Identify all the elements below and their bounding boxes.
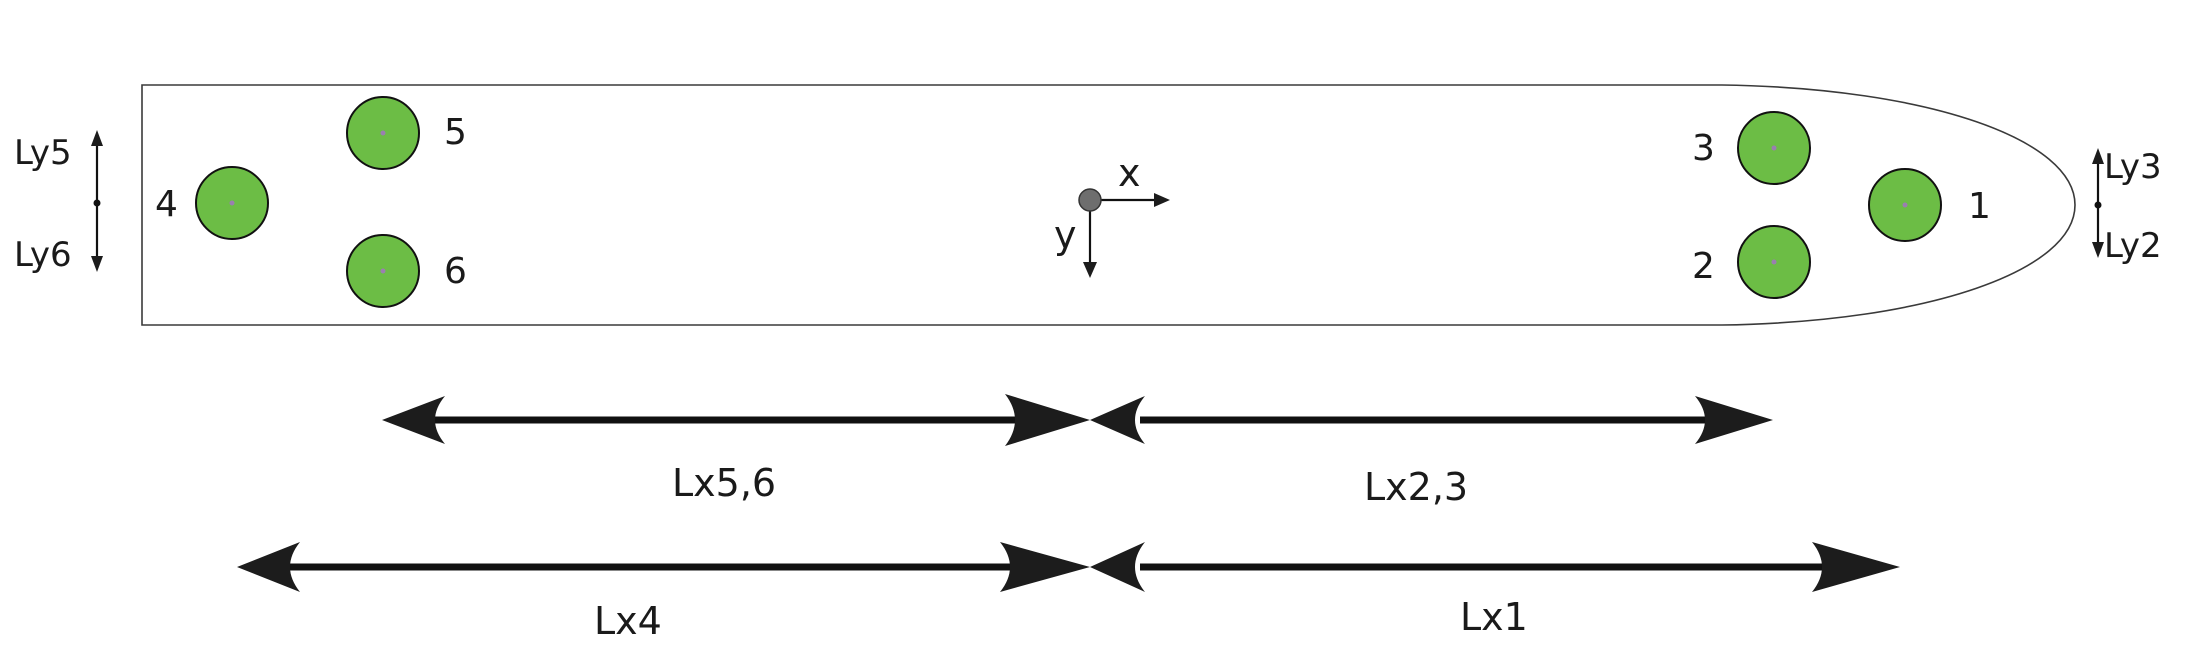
thruster-1-center — [1902, 202, 1908, 208]
ly2-label: Ly2 — [2104, 226, 2162, 266]
lx4-left-arrowhead — [237, 542, 300, 592]
lx56-left-arrowhead — [382, 396, 445, 444]
thruster-6-center — [380, 268, 386, 274]
thruster-1: 1 — [1868, 168, 1991, 242]
thruster-2-center — [1771, 259, 1777, 265]
x-axis-label: x — [1118, 151, 1141, 195]
thruster-6-label: 6 — [444, 251, 467, 292]
thruster-2: 2 — [1692, 225, 1811, 299]
thruster-3-center — [1771, 145, 1777, 151]
ly3-label: Ly3 — [2104, 147, 2162, 187]
lx56-right-arrowhead — [1005, 394, 1090, 446]
ly5-label: Ly5 — [14, 133, 72, 173]
thruster-5-center — [380, 130, 386, 136]
thruster-5: 5 — [346, 96, 467, 170]
origin-point — [1078, 188, 1102, 212]
lx1-label: Lx1 — [1460, 595, 1528, 639]
y-axis-label: y — [1054, 213, 1077, 257]
thruster-6: 6 — [346, 234, 467, 308]
thruster-4: 4 — [155, 166, 269, 240]
coordinate-system: x y — [1054, 151, 1170, 278]
lx56-label: Lx5,6 — [672, 461, 776, 505]
right-dimension-midpoint — [2094, 201, 2102, 209]
x-axis-arrowhead — [1154, 193, 1170, 207]
right-lateral-dimension: Ly3 Ly2 — [2092, 147, 2162, 266]
lower-length-dimensions: Lx4 Lx1 — [237, 542, 1900, 643]
lx23-left-arrowhead — [1090, 396, 1145, 444]
lx1-right-arrowhead — [1812, 542, 1900, 592]
lx23-right-arrowhead — [1695, 396, 1773, 444]
vessel-hull-outline — [141, 84, 2076, 326]
y-axis-arrowhead — [1083, 262, 1097, 278]
lx23-label: Lx2,3 — [1364, 465, 1468, 509]
left-dimension-midpoint — [93, 199, 101, 207]
ly6-label: Ly6 — [14, 235, 72, 275]
left-lateral-dimension: Ly5 Ly6 — [14, 130, 103, 275]
thruster-4-center — [229, 200, 235, 206]
left-dimension-arrowhead-bottom — [91, 256, 103, 272]
thruster-2-label: 2 — [1692, 246, 1715, 287]
left-dimension-arrowhead-top — [91, 130, 103, 146]
thruster-5-label: 5 — [444, 112, 467, 153]
right-dimension-arrowhead-top — [2092, 148, 2104, 164]
lx1-left-arrowhead — [1090, 542, 1145, 592]
lx4-label: Lx4 — [594, 599, 662, 643]
right-dimension-arrowhead-bottom — [2092, 242, 2104, 258]
thruster-1-label: 1 — [1968, 186, 1991, 227]
thruster-3: 3 — [1692, 111, 1811, 185]
thruster-3-label: 3 — [1692, 128, 1715, 169]
thruster-4-label: 4 — [155, 184, 178, 225]
lx4-right-arrowhead — [1000, 542, 1090, 592]
upper-length-dimensions: Lx5,6 Lx2,3 — [382, 394, 1773, 509]
